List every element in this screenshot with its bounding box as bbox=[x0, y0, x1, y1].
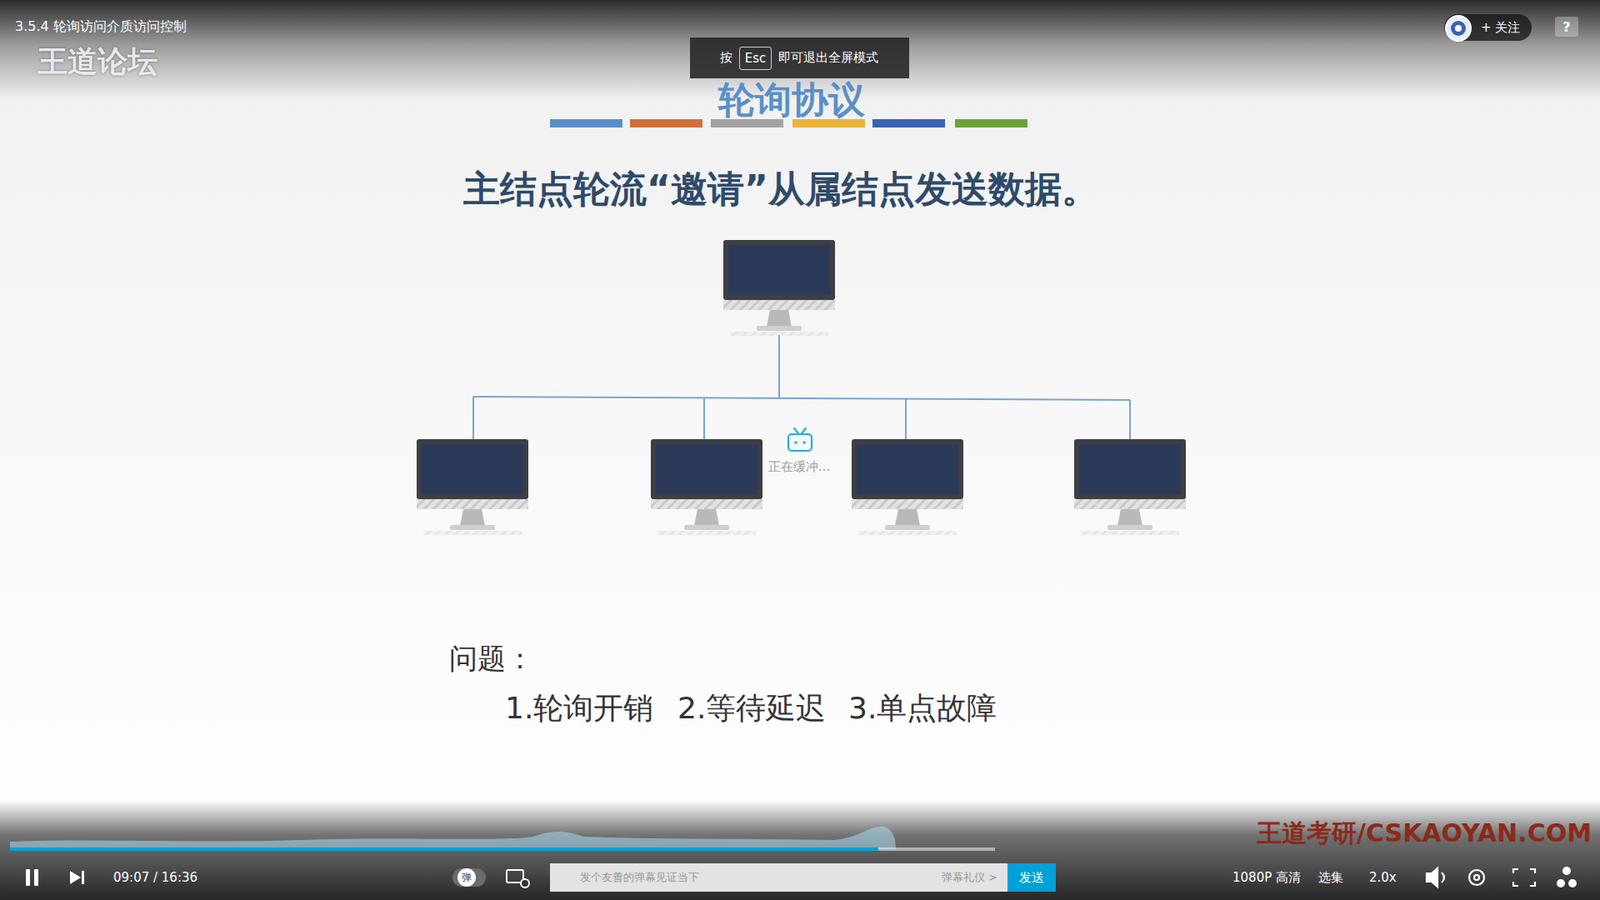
node-text: + 关注 bbox=[1480, 20, 1520, 36]
slide-title: 轮询协议 bbox=[718, 80, 865, 120]
danmaku-toggle: 弹 bbox=[457, 868, 476, 887]
watermark: 王道论坛 bbox=[37, 41, 158, 83]
buffering-text: 正在缓冲... bbox=[768, 459, 830, 475]
node-text: Esc bbox=[745, 50, 767, 66]
node-text: 弹幕礼仪 > bbox=[941, 870, 998, 885]
node-text: 弹 bbox=[461, 870, 472, 885]
time-display: 09:07 / 16:36 bbox=[113, 870, 198, 885]
speed-button: 2.0x bbox=[1369, 870, 1397, 885]
node-text: 发送 bbox=[1019, 870, 1045, 886]
question-heading: 问题： bbox=[449, 640, 535, 679]
node-text: 即可退出全屏模式 bbox=[778, 50, 879, 66]
avatar-icon bbox=[1444, 14, 1473, 43]
node-text: 按 bbox=[720, 50, 733, 66]
danmaku-input: 发个友善的弹幕见证当下 弹幕礼仪 > bbox=[550, 863, 1008, 892]
esc-overlay: 按 即可退出全屏模式 Esc bbox=[690, 37, 910, 79]
watermark: 王道考研/CSKAOYAN.COM bbox=[1256, 816, 1592, 851]
slide-heading: 主结点轮流“邀请”从属结点发送数据。 bbox=[463, 165, 1099, 215]
quality-button: 1080P 高清 bbox=[1232, 870, 1301, 886]
problem-item: 3.单点故障 bbox=[848, 688, 997, 730]
esc-key: Esc bbox=[739, 46, 773, 70]
node-text: ? bbox=[1562, 19, 1570, 35]
video-title: 3.5.4 轮询访问介质访问控制 bbox=[15, 18, 187, 36]
problem-item: 2.等待延迟 bbox=[677, 688, 826, 730]
node-text: 发个友善的弹幕见证当下 bbox=[580, 870, 700, 885]
problem-item: 1.轮询开销 bbox=[505, 688, 654, 730]
help-button: ? bbox=[1555, 16, 1579, 37]
episode-button: 选集 bbox=[1318, 870, 1344, 886]
send-button: 发送 bbox=[1007, 863, 1056, 892]
